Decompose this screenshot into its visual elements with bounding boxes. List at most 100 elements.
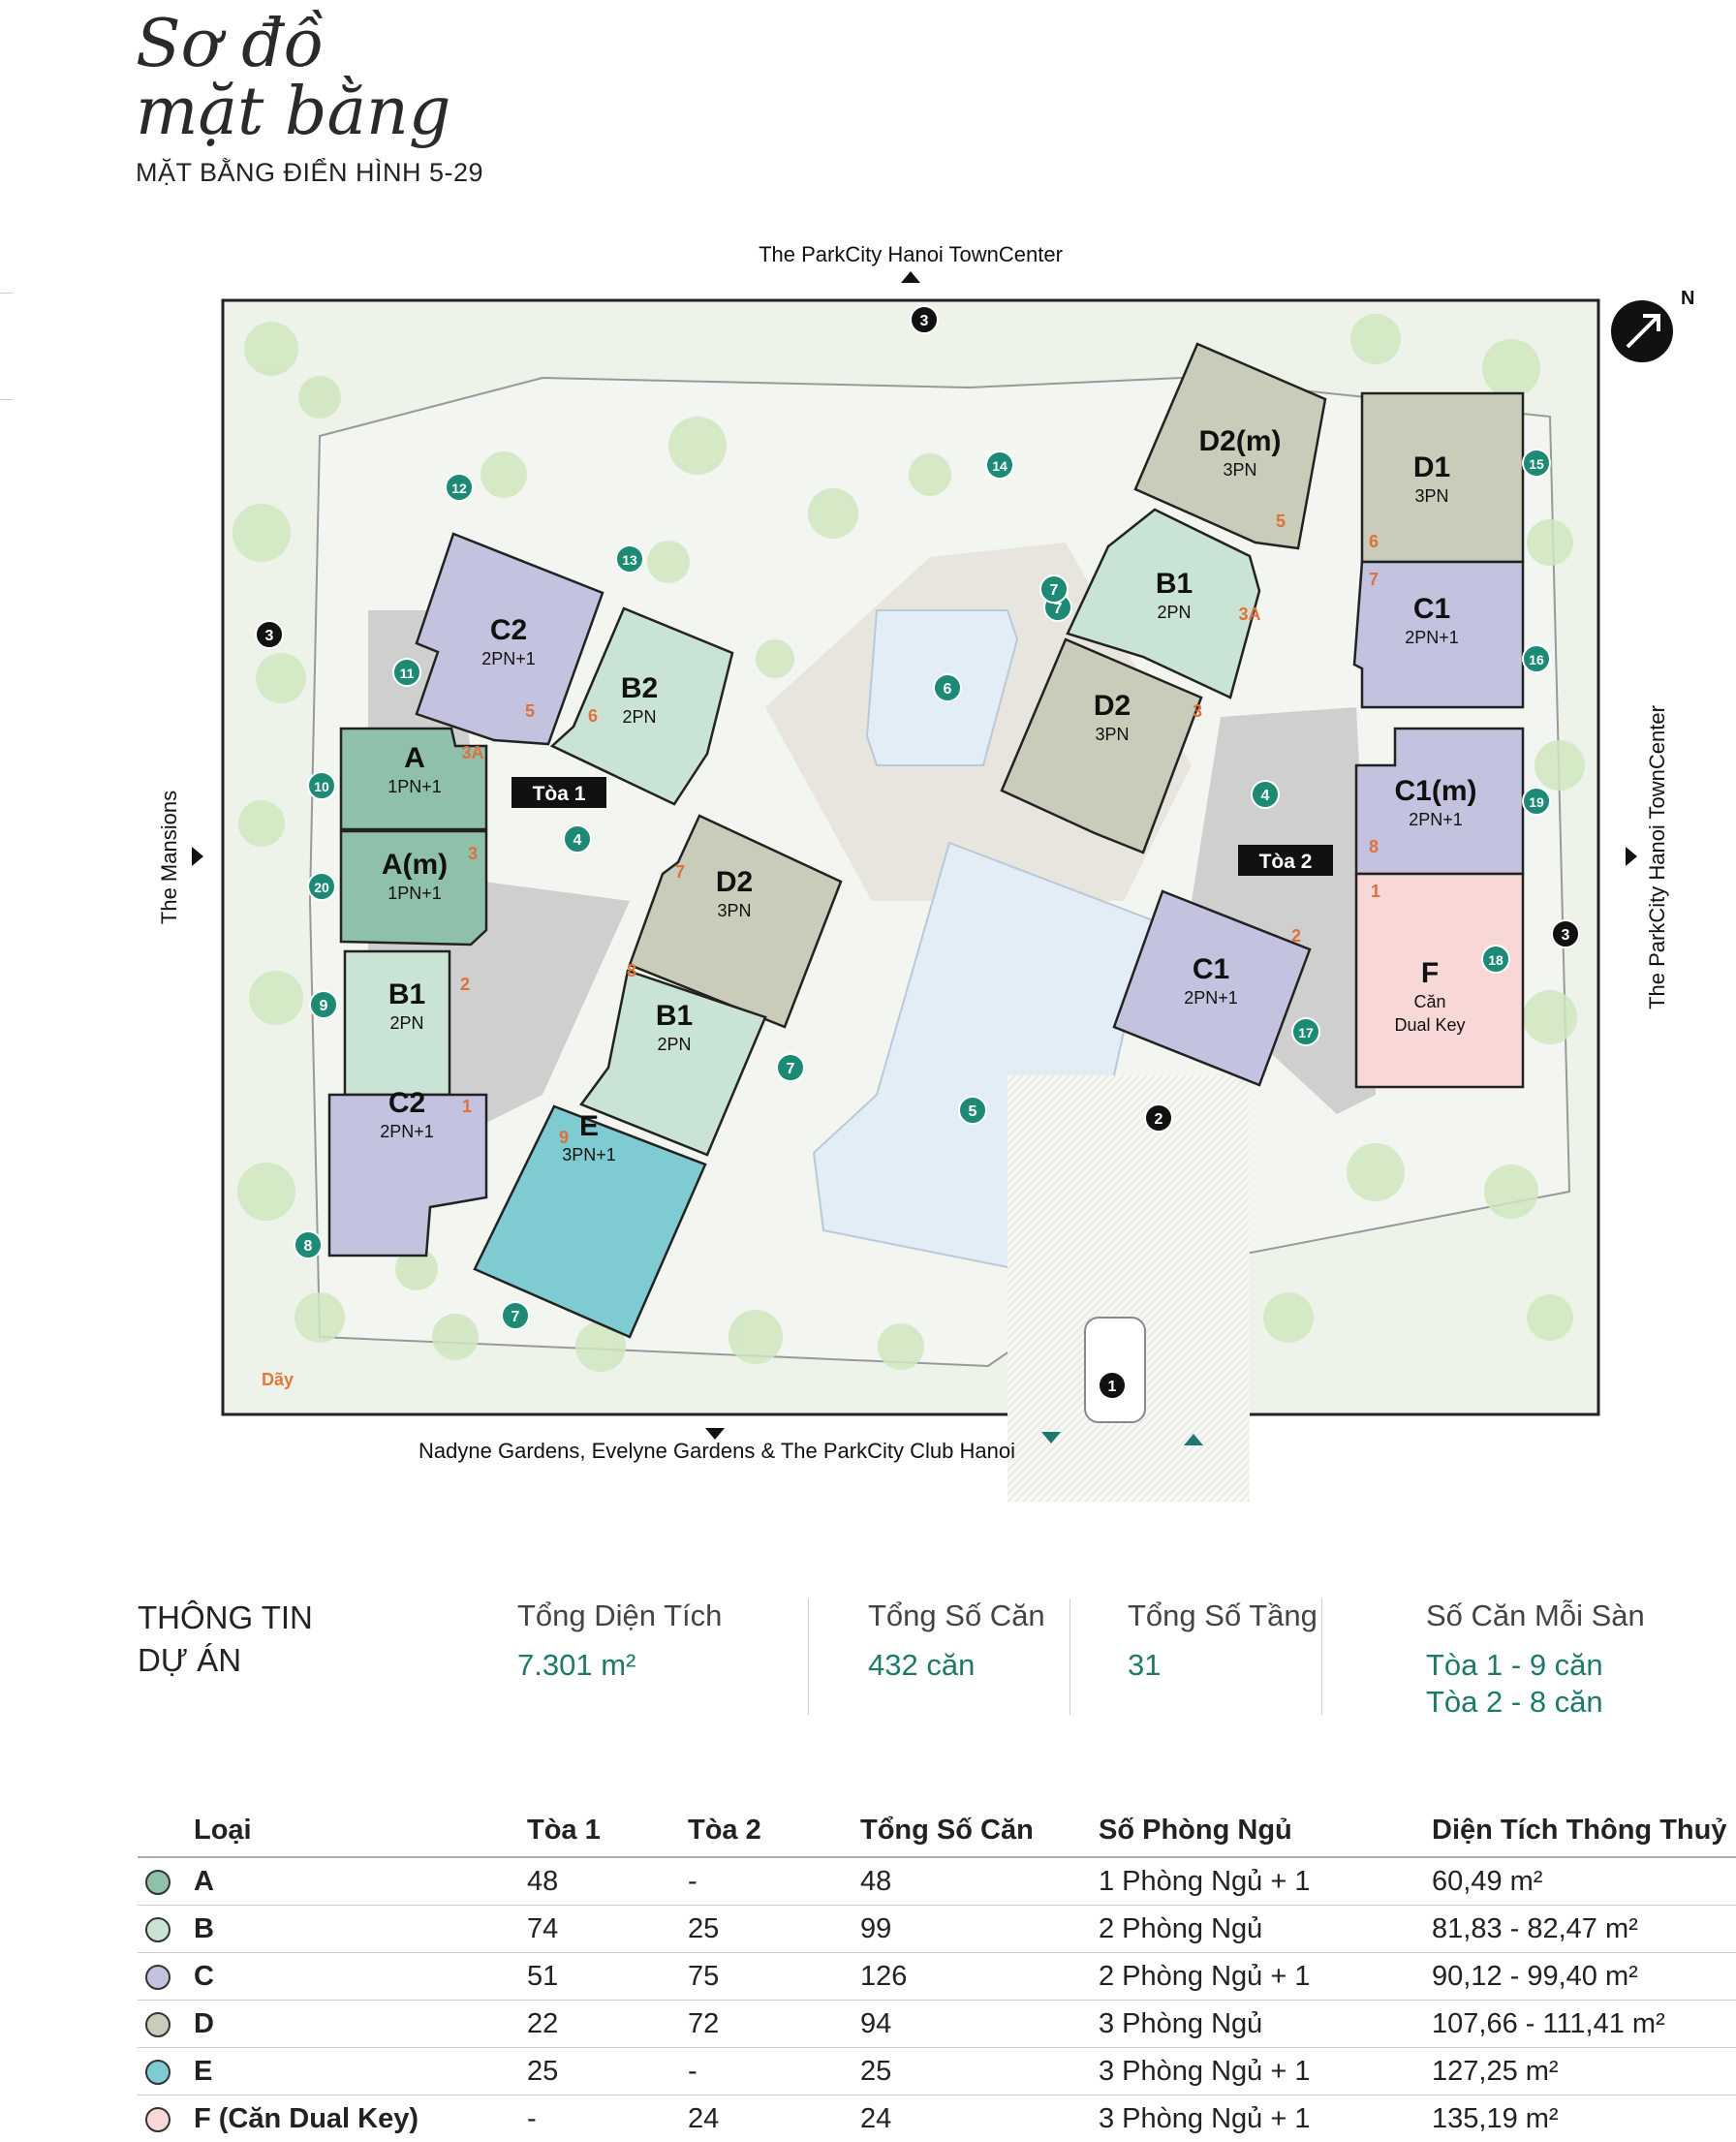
- marker-circle: [1522, 644, 1551, 673]
- unit-position-number: 5: [1276, 512, 1286, 531]
- cell-type: A: [194, 1866, 214, 1897]
- stat-label: Số Căn Mỗi Sàn: [1426, 1599, 1645, 1632]
- marker-number: 20: [314, 880, 329, 895]
- marker-circle: [776, 1053, 805, 1082]
- unit-a: [339, 727, 488, 831]
- type-swatch: [145, 2060, 170, 2085]
- cell-area: 127,25 m²: [1432, 2056, 1559, 2087]
- type-swatch: [145, 1917, 170, 1942]
- marker-circle: [1481, 945, 1510, 974]
- marker-number: 1: [1108, 1379, 1117, 1395]
- day-label: Dãy: [262, 1370, 294, 1389]
- unit-type: 3PN+1: [562, 1145, 616, 1164]
- unit-d2-m: [1133, 342, 1327, 550]
- marker-circle: [307, 771, 336, 800]
- cell-t2: 72: [688, 2008, 720, 2039]
- cell-area: 107,66 - 111,41 m²: [1432, 2008, 1665, 2039]
- compass-label: N: [1681, 288, 1694, 309]
- unit-type: 2PN+1: [1184, 988, 1238, 1008]
- cell-area: 60,49 m²: [1432, 1866, 1543, 1897]
- unit-name: C1(m): [1394, 775, 1476, 807]
- unit-e: [473, 1104, 707, 1339]
- unit-name: D2(m): [1198, 425, 1281, 457]
- cell-beds: 1 Phòng Ngủ + 1: [1099, 1866, 1311, 1897]
- unit-position-number: 3A: [461, 743, 483, 762]
- marker-circle: [501, 1301, 530, 1330]
- header-bedrooms: Số Phòng Ngủ: [1099, 1815, 1292, 1846]
- unit-name: D2: [716, 866, 753, 898]
- cell-total: 48: [860, 1866, 892, 1897]
- unit-type: 2PN+1: [1409, 810, 1463, 829]
- tower-1-badge: [512, 777, 606, 808]
- header-area: Diện Tích Thông Thuỷ: [1432, 1815, 1727, 1846]
- unit-position-number: 7: [1369, 570, 1379, 589]
- unit-position-number: 1: [1371, 882, 1380, 901]
- type-swatch: [145, 1870, 170, 1895]
- unit-type: 1PN+1: [388, 884, 442, 903]
- edge-mark: [0, 293, 14, 294]
- table-header: Loại Tòa 1 Tòa 2 Tổng Số Căn Số Phòng Ng…: [138, 1804, 1736, 1858]
- unit-c1-b: [1112, 889, 1312, 1087]
- cell-type: F (Căn Dual Key): [194, 2103, 419, 2134]
- marker-circle: [445, 473, 474, 502]
- type-swatch: [145, 1965, 170, 1990]
- cell-total: 25: [860, 2056, 892, 2087]
- stat-value: 7.301 m²: [517, 1648, 636, 1682]
- unit-type: 2PN+1: [380, 1122, 434, 1141]
- marker-number: 3: [920, 313, 929, 329]
- unit-type: 3PN: [717, 901, 751, 920]
- marker-circle: [1551, 919, 1580, 948]
- marker-circle: [255, 620, 284, 649]
- tower-2-label: Tòa 2: [1259, 851, 1313, 873]
- cell-beds: 3 Phòng Ngủ + 1: [1099, 2103, 1311, 2134]
- marker-number: 7: [787, 1061, 795, 1077]
- marker-number: 13: [622, 552, 637, 568]
- unit-position-number: 9: [559, 1128, 569, 1147]
- marker-circle: [1251, 780, 1280, 809]
- marker-number: 19: [1529, 794, 1544, 810]
- cell-total: 126: [860, 1961, 908, 1992]
- marker-circle: [1039, 574, 1069, 604]
- stat-total-area: Tổng Diện Tích 7.301 m²: [517, 1599, 722, 1684]
- unit-name: B1: [388, 978, 425, 1010]
- unit-type: 3PN: [1414, 486, 1448, 506]
- arrow-right-icon: [1626, 847, 1637, 866]
- unit-f: [1354, 872, 1525, 1089]
- unit-c2-b: [327, 1093, 488, 1257]
- divider: [808, 1599, 809, 1715]
- marker-number: 2: [1155, 1111, 1163, 1128]
- unit-type: 3PN: [1223, 460, 1256, 480]
- info-heading-line2: DỰ ÁN: [138, 1642, 242, 1678]
- unit-position-number: 2: [460, 975, 470, 994]
- cell-t1: 51: [527, 1961, 559, 1992]
- unit-name: C2: [490, 614, 527, 646]
- unit-position-number: 5: [525, 701, 535, 721]
- cell-t1: -: [527, 2103, 537, 2134]
- cell-t2: 75: [688, 1961, 720, 1992]
- header-type: Loại: [194, 1815, 252, 1846]
- drop-off: [1084, 1317, 1146, 1423]
- marker-circle: [958, 1096, 987, 1125]
- marker-number: 14: [992, 458, 1008, 474]
- cell-type: E: [194, 2056, 213, 2087]
- unit-name: B2: [621, 672, 658, 704]
- cell-t1: 22: [527, 2008, 559, 2039]
- marker-number: 3: [265, 628, 274, 644]
- cell-total: 94: [860, 2008, 892, 2039]
- cell-type: D: [194, 2008, 214, 2039]
- unit-a-m: [339, 829, 488, 947]
- cell-beds: 3 Phòng Ngủ + 1: [1099, 2056, 1311, 2087]
- unit-type: 2PN: [1157, 603, 1191, 622]
- unit-type: 2PN+1: [1405, 628, 1459, 647]
- stat-value: Tòa 1 - 9 căn Tòa 2 - 8 căn: [1426, 1647, 1645, 1721]
- unit-c1-a: [1352, 560, 1525, 709]
- stat-value-line2: Tòa 2 - 8 căn: [1426, 1685, 1603, 1719]
- unit-name: D2: [1094, 690, 1131, 722]
- unit-name: C2: [388, 1087, 425, 1119]
- arrow-left-icon: [192, 847, 203, 866]
- stat-label: Tổng Số Căn: [868, 1599, 1045, 1632]
- marker-number: 7: [1050, 582, 1059, 599]
